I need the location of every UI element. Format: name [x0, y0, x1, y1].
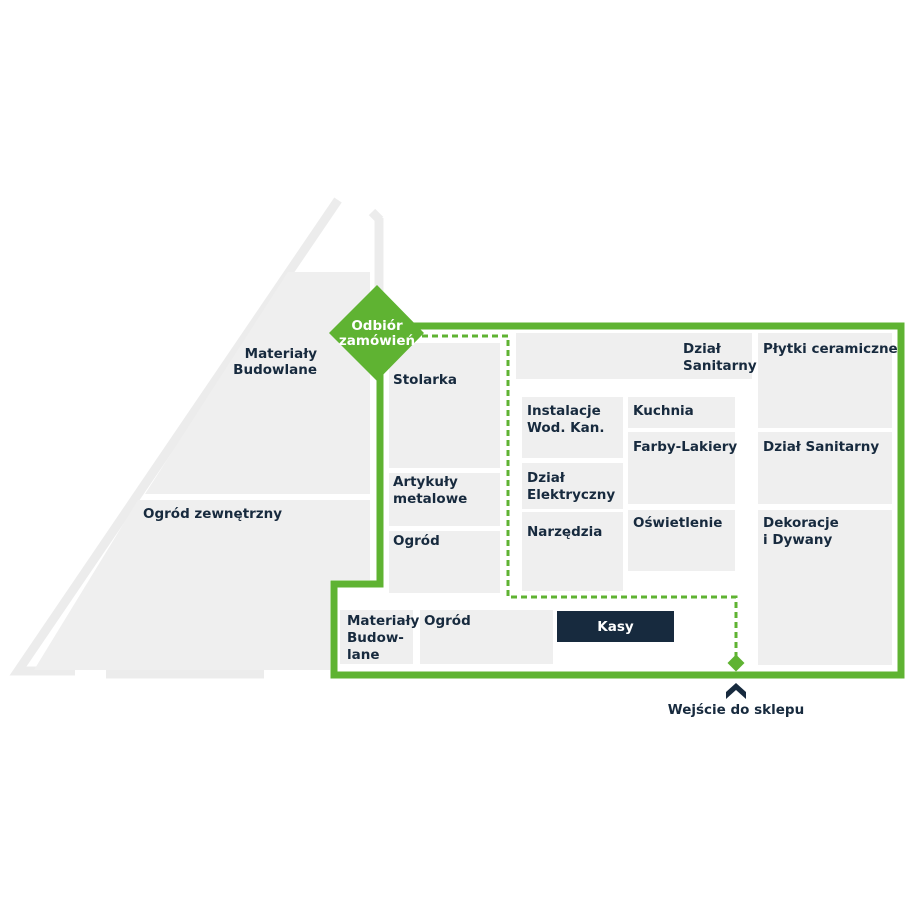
checkout-label: Kasy	[597, 619, 634, 635]
zone-ogrod-left	[389, 531, 500, 593]
label-ogrod-zewnetrzny: Ogród zewnętrzny	[143, 506, 282, 522]
label-instalacje-line2: Wod. Kan.	[527, 420, 605, 436]
label-narzedzia: Narzędzia	[527, 524, 602, 540]
zone-kuchnia	[628, 397, 735, 428]
entrance-label: Wejście do sklepu	[668, 702, 804, 718]
store-entrance: Wejście do sklepu	[668, 683, 804, 718]
label-materialy-bottom-line3: lane	[347, 647, 380, 663]
walking-path	[412, 334, 738, 662]
label-stolarka: Stolarka	[393, 372, 457, 388]
label-elektryczny-line1: Dział	[527, 470, 566, 486]
store-outline	[330, 322, 905, 679]
zone-dzial-sanitarny	[758, 432, 892, 504]
label-instalacje-line1: Instalacje	[527, 403, 601, 419]
checkout-box	[557, 611, 674, 642]
label-dekoracje-line2: i Dywany	[763, 532, 833, 548]
label-ogrod-left: Ogród	[393, 533, 440, 549]
label-materialy-bottom-line2: Budow-	[347, 630, 404, 646]
label-dekoracje-line1: Dekoracje	[763, 515, 839, 531]
label-dzial-sanitarny: Dział Sanitarny	[763, 439, 879, 455]
label-plytki: Płytki ceramiczne	[763, 341, 898, 357]
pickup-point[interactable]: Odbiór zamówień	[329, 285, 424, 381]
zone-plytki-ceramiczne	[758, 333, 892, 428]
zone-materialy-bottom	[340, 610, 413, 664]
label-ogrod-bottom: Ogród	[424, 613, 471, 629]
pickup-label-line2: zamówień	[339, 333, 415, 349]
zone-narzedzia	[522, 512, 623, 591]
store-zones	[340, 333, 892, 665]
zone-oswietlenie	[628, 510, 735, 571]
label-artykuly-line1: Artykuły	[393, 474, 458, 490]
entrance-path-marker	[727, 654, 745, 672]
label-elektryczny-line2: Elektryczny	[527, 487, 615, 503]
label-oswietlenie: Oświetlenie	[633, 515, 722, 531]
zone-artykuly-metalowe	[389, 473, 500, 526]
label-materialy-bottom-line1: Materiały	[347, 613, 420, 629]
zone-instalacje	[522, 397, 623, 458]
zone-dzial-elektryczny	[522, 463, 623, 509]
label-materialy-outdoor-line2: Budowlane	[233, 362, 317, 378]
zone-dekoracje	[758, 510, 892, 665]
zone-ogrod-zewnetrzny	[34, 500, 370, 670]
zone-stolarka	[389, 343, 500, 468]
label-kuchnia: Kuchnia	[633, 403, 694, 419]
outdoor-area	[9, 197, 384, 679]
chevron-up-icon	[726, 683, 746, 699]
label-sanitarny-top-line2: Sanitarny	[683, 358, 757, 374]
zone-ogrod-bottom	[420, 610, 553, 664]
zone-materialy-budowlane-outdoor	[145, 272, 370, 494]
label-materialy-outdoor-line1: Materiały	[245, 346, 318, 362]
label-artykuly-line2: metalowe	[393, 491, 467, 507]
pickup-label-line1: Odbiór	[351, 318, 403, 334]
zone-top-strip	[516, 333, 752, 379]
pickup-diamond	[329, 285, 424, 381]
label-farby: Farby-Lakiery	[633, 439, 737, 455]
zone-farby-lakiery	[628, 432, 735, 504]
label-sanitarny-top-line1: Dział	[683, 341, 722, 357]
